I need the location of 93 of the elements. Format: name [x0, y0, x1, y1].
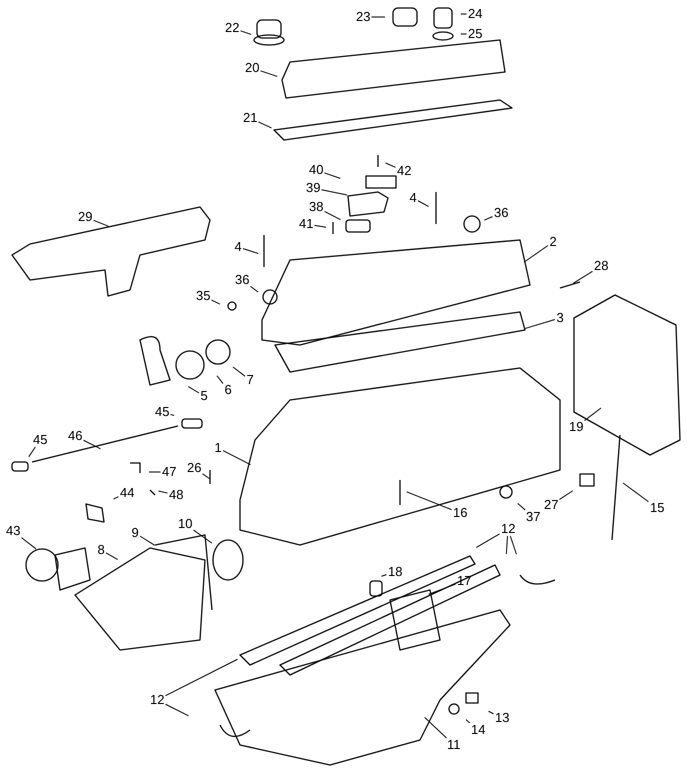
leader-line	[465, 719, 470, 724]
callout-number: 16	[453, 506, 468, 520]
callout-number: 20	[245, 61, 260, 75]
leader-line	[188, 386, 200, 394]
leader-line	[165, 658, 238, 696]
callout-number: 39	[306, 181, 320, 195]
callout-number: 18	[388, 565, 402, 579]
leader-line	[240, 30, 252, 35]
leader-line	[510, 536, 517, 555]
callout-number: 41	[299, 217, 314, 231]
leader-line	[202, 473, 210, 480]
leader-line	[314, 224, 327, 228]
callout-number: 22	[225, 21, 240, 35]
leader-line	[28, 446, 36, 458]
callout-number: 28	[594, 259, 608, 273]
callout-number: 8	[98, 543, 105, 557]
leader-line	[106, 552, 118, 560]
callout-number: 36	[494, 206, 508, 220]
callout-number: 27	[544, 498, 558, 512]
callout-number: 23	[356, 10, 370, 24]
leader-line	[428, 584, 456, 595]
leader-line	[385, 162, 396, 168]
leader-line	[506, 536, 508, 554]
leader-line	[321, 189, 348, 196]
leader-line	[424, 716, 448, 738]
callout-number: 48	[169, 488, 184, 502]
leader-line	[250, 286, 259, 293]
callout-number: 42	[397, 164, 412, 178]
callout-number: 6	[224, 383, 232, 397]
callout-number: 35	[196, 289, 210, 303]
callout-number: 29	[78, 210, 92, 224]
callout-number: 2	[550, 235, 557, 249]
callout-number: 15	[650, 501, 664, 515]
leader-line	[371, 16, 386, 18]
leader-line	[193, 530, 212, 544]
leader-line	[260, 70, 278, 77]
leader-line	[559, 490, 574, 500]
leader-line	[517, 502, 526, 510]
callout-number: 25	[468, 27, 482, 41]
callout-number: 45	[33, 433, 48, 447]
leader-line	[488, 710, 494, 714]
callout-number: 4	[234, 240, 242, 254]
leader-line	[418, 200, 430, 208]
callout-number: 10	[178, 517, 192, 531]
callout-number: 36	[235, 273, 250, 287]
leader-line	[258, 121, 272, 128]
leader-line	[406, 491, 452, 510]
callout-number: 21	[243, 111, 258, 125]
leader-line	[622, 482, 649, 502]
callout-number: 12	[150, 693, 164, 707]
leader-line	[324, 210, 342, 220]
leader-line	[584, 408, 602, 422]
leader-line	[93, 220, 109, 227]
callout-number: 47	[162, 465, 176, 479]
leader-line	[165, 704, 190, 716]
leader-line	[216, 375, 224, 384]
callout-number: 5	[200, 389, 208, 403]
leader-line	[83, 440, 102, 450]
callout-number: 26	[187, 461, 202, 475]
leader-line	[170, 414, 175, 416]
callout-number: 37	[526, 510, 540, 524]
callout-number: 12	[501, 522, 516, 536]
leader-line	[524, 244, 548, 263]
leader-line	[140, 536, 156, 546]
callout-number: 40	[309, 163, 324, 177]
leader-line	[232, 366, 246, 377]
callout-number: 13	[495, 711, 510, 725]
leader-line	[484, 216, 493, 221]
callout-number: 1	[214, 441, 222, 455]
callout-number: 19	[569, 420, 584, 434]
callout-number: 7	[246, 373, 254, 387]
callout-number: 24	[468, 7, 482, 21]
callout-number: 4	[410, 191, 417, 205]
callout-number: 3	[556, 311, 564, 325]
callout-number: 38	[309, 200, 324, 214]
leader-line	[381, 574, 387, 577]
leader-line	[113, 496, 119, 500]
leader-line	[222, 450, 252, 466]
leader-line	[21, 537, 37, 550]
leader-line	[572, 270, 593, 284]
callout-number: 14	[471, 723, 486, 737]
leader-line	[158, 490, 168, 494]
leader-line	[242, 248, 259, 254]
callout-number: 43	[6, 524, 20, 538]
callout-number: 44	[120, 486, 134, 500]
callout-number: 11	[447, 738, 460, 752]
leader-line	[211, 300, 220, 305]
leader-line	[524, 319, 556, 330]
callout-number: 9	[132, 526, 139, 540]
callout-number: 45	[155, 405, 170, 419]
leader-line	[324, 172, 341, 179]
leader-line	[476, 533, 500, 548]
callout-number: 46	[68, 429, 82, 443]
